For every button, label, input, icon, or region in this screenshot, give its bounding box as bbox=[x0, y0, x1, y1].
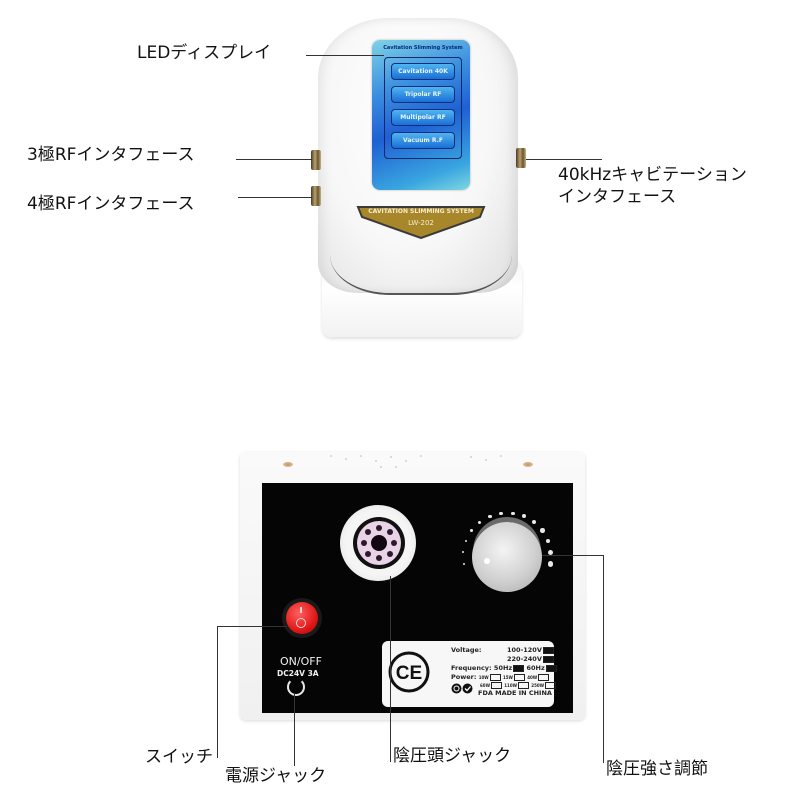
label-vacuum-head-jack: 陰圧頭ジャック bbox=[393, 746, 512, 766]
leader-line-intensity-h bbox=[542, 555, 604, 556]
voltage-option-1: 100-120V bbox=[507, 646, 554, 654]
vent-hole bbox=[485, 459, 487, 461]
scale-dot bbox=[462, 562, 465, 565]
vent-hole bbox=[360, 455, 362, 457]
socket-center-hole bbox=[371, 535, 387, 551]
svg-text:CE: CE bbox=[396, 663, 422, 684]
leader-line-vacuum-jack bbox=[390, 576, 391, 762]
socket-pin-hole bbox=[365, 550, 372, 557]
screw-icon bbox=[283, 462, 293, 467]
power-label: Power: bbox=[451, 673, 477, 681]
switch-off-mark bbox=[296, 618, 306, 628]
scale-dot bbox=[532, 520, 537, 525]
power-rating: DC24V 3A bbox=[277, 669, 319, 678]
badge-model: LW-202 bbox=[408, 219, 434, 227]
knob-indicator bbox=[484, 558, 490, 564]
scale-dot bbox=[548, 549, 554, 555]
socket-pin-hole bbox=[386, 529, 393, 536]
model-badge bbox=[356, 206, 486, 239]
device-body-edge bbox=[330, 248, 512, 295]
scale-dot bbox=[522, 514, 527, 519]
socket-pin-hole bbox=[361, 540, 367, 546]
frequency-label: Frequency: bbox=[451, 664, 492, 672]
label-cavitation-line1: 40kHzキャビテーション bbox=[558, 165, 747, 185]
power-row-2: 60W 110W 250W bbox=[480, 681, 557, 689]
vent-hole bbox=[345, 458, 347, 460]
socket-pin-hole bbox=[376, 555, 382, 561]
scale-dot bbox=[462, 551, 465, 554]
leader-line-switch-h bbox=[217, 626, 287, 627]
vent-hole bbox=[375, 460, 377, 462]
badge-title: CAVITATION SLIMMING SYSTEM bbox=[368, 208, 474, 215]
scale-dot bbox=[478, 520, 482, 524]
mode-button-cavitation: Cavitation 40K bbox=[391, 63, 455, 80]
leader-line-cavitation bbox=[526, 159, 602, 160]
frequency-row: Frequency: 50Hz 60Hz bbox=[451, 664, 557, 672]
screen-title: Cavitation Slimming System bbox=[383, 45, 463, 51]
vent-hole bbox=[380, 466, 382, 468]
leader-line-intensity-v bbox=[603, 555, 604, 763]
label-switch: スイッチ bbox=[145, 747, 213, 767]
power-jack[interactable] bbox=[287, 678, 305, 696]
label-led-display: LEDディスプレイ bbox=[137, 43, 272, 63]
scale-dot bbox=[488, 514, 492, 519]
label-rf3-interface: 3極RFインタフェース bbox=[27, 145, 195, 165]
vent-hole bbox=[420, 455, 422, 457]
power-row: Power: 10W 15W 40W bbox=[451, 673, 550, 681]
label-rf4-interface: 4極RFインタフェース bbox=[27, 194, 195, 214]
leader-line-rf3 bbox=[236, 159, 312, 160]
rf4-connector-icon bbox=[311, 186, 321, 206]
certification-icons bbox=[451, 683, 473, 694]
screen-mode-frame bbox=[384, 57, 462, 159]
vent-hole bbox=[330, 455, 332, 457]
spec-footer: FDA MADE IN CHINA bbox=[478, 689, 552, 697]
vent-hole bbox=[395, 466, 397, 468]
scale-dot bbox=[547, 561, 554, 567]
label-cavitation-line2: インタフェース bbox=[558, 187, 677, 207]
vent-hole bbox=[500, 455, 502, 457]
switch-on-mark bbox=[300, 607, 302, 613]
voltage-option-2: 220-240V bbox=[507, 655, 554, 663]
socket-pin-hole bbox=[386, 550, 393, 557]
leader-line-rf4 bbox=[238, 197, 312, 198]
scale-dot bbox=[545, 538, 551, 544]
socket-pin-hole bbox=[376, 525, 382, 531]
label-power-jack: 電源ジャック bbox=[225, 766, 327, 786]
vacuum-intensity-knob[interactable] bbox=[472, 522, 542, 592]
cavitation-connector-icon bbox=[516, 148, 526, 168]
leader-line-switch-v bbox=[217, 626, 218, 758]
rf3-connector-icon bbox=[311, 150, 321, 170]
mode-button-multipolar: Multipolar RF bbox=[391, 109, 455, 126]
ce-mark-icon: CE bbox=[388, 651, 430, 693]
socket-pin-hole bbox=[365, 529, 372, 536]
scale-dot bbox=[470, 529, 474, 533]
vent-hole bbox=[405, 460, 407, 462]
label-vacuum-intensity: 陰圧強さ調節 bbox=[606, 759, 708, 779]
screw-icon bbox=[523, 462, 533, 467]
vent-hole bbox=[470, 456, 472, 458]
scale-dot bbox=[464, 539, 468, 543]
voltage-label: Voltage: bbox=[451, 646, 482, 654]
scale-dot bbox=[499, 511, 503, 516]
leader-line-led-display bbox=[306, 55, 384, 56]
switch-label: ON/OFF bbox=[280, 655, 322, 668]
mode-button-tripolar: Tripolar RF bbox=[391, 86, 455, 103]
socket-pin-hole bbox=[391, 540, 397, 546]
scale-dot bbox=[510, 511, 515, 516]
leader-line-power-jack bbox=[294, 694, 295, 766]
scale-dot bbox=[540, 528, 545, 533]
mode-button-vacuum: Vacuum R.F bbox=[391, 132, 455, 149]
vent-hole bbox=[390, 456, 392, 458]
